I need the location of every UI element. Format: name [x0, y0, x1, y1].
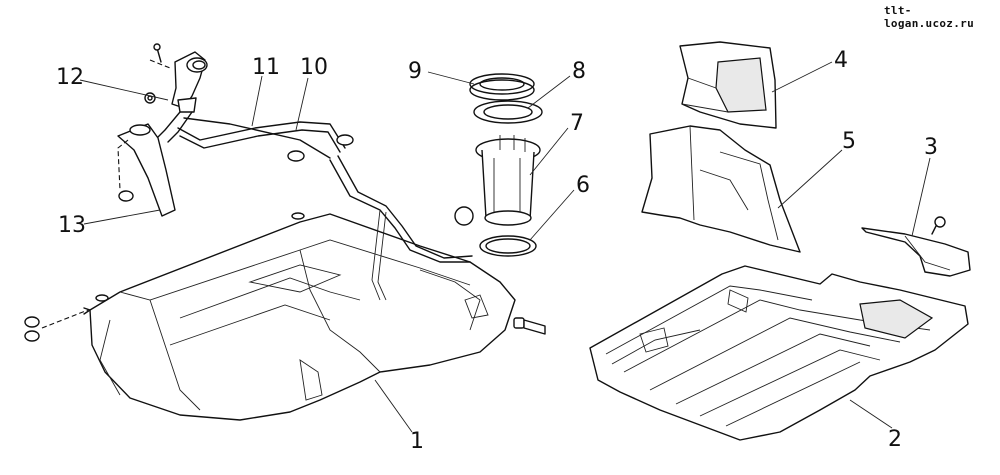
- watermark-text: tlt-logan.ucoz.ru: [884, 4, 974, 30]
- callout-13: 13: [58, 213, 86, 238]
- callout-11: 11: [252, 55, 280, 80]
- leader-4: [771, 61, 833, 93]
- part-washers: [24, 307, 91, 342]
- part-locking-ring: [469, 73, 535, 101]
- callout-9: 9: [408, 59, 422, 84]
- part-bracket: [861, 216, 971, 277]
- callout-12: 12: [56, 65, 84, 90]
- part-vent-hoses: [177, 117, 354, 162]
- callout-7: 7: [570, 111, 584, 136]
- callout-numbers: 1 2 3 4 5 6 7 8 9 10 11 12 13: [56, 48, 938, 454]
- part-filler-neck: [144, 43, 208, 143]
- callout-2: 2: [888, 427, 902, 452]
- leader-3: [911, 157, 931, 237]
- callout-3: 3: [924, 135, 938, 160]
- leader-9: [427, 71, 475, 85]
- callout-1: 1: [410, 429, 424, 454]
- part-gasket: [473, 100, 543, 124]
- callout-10: 10: [300, 55, 328, 80]
- part-fuel-tank: [89, 155, 516, 421]
- part-filler-hose: [117, 123, 176, 217]
- leader-10: [295, 77, 309, 131]
- callout-4: 4: [834, 48, 848, 73]
- leader-12: [79, 79, 169, 101]
- leader-13: [83, 209, 161, 225]
- part-mounting-bolt: [513, 317, 546, 335]
- leader-8: [527, 75, 571, 109]
- leader-11: [251, 75, 263, 127]
- leader-2: [849, 399, 893, 429]
- leader-6: [529, 189, 575, 241]
- part-wheel-arch-liner: [641, 125, 801, 253]
- leader-7: [529, 127, 569, 176]
- leader-5: [777, 149, 843, 209]
- part-seal-ring: [479, 235, 537, 257]
- leader-lines: [79, 61, 931, 433]
- part-trim-panel-upper: [679, 41, 777, 129]
- part-fuel-pump: [454, 135, 541, 226]
- callout-8: 8: [572, 59, 586, 84]
- part-floor-panel: [589, 265, 969, 441]
- callout-5: 5: [842, 129, 856, 154]
- leader-1: [374, 379, 413, 433]
- callout-6: 6: [576, 173, 590, 198]
